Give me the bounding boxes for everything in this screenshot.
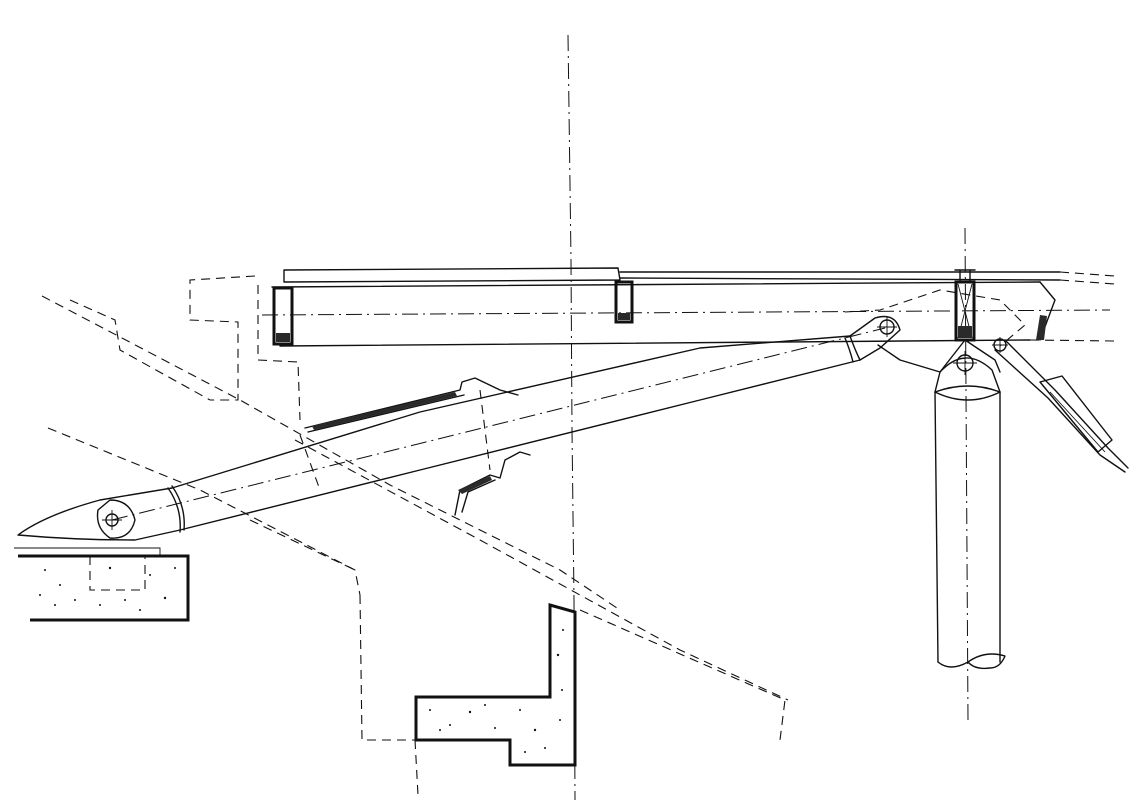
upper-gutter	[304, 377, 519, 429]
hinge-bracket	[844, 289, 1026, 393]
column-head-pin-cross	[953, 351, 977, 375]
strut-tapered-end	[17, 487, 181, 541]
strut-top-collar	[844, 335, 861, 363]
diagonal-dash-lower	[47, 427, 361, 596]
gutter-profiles	[304, 377, 531, 516]
tie-rod-outline	[994, 339, 1129, 473]
strut-section-box	[299, 389, 491, 491]
purlin-left	[272, 286, 294, 346]
purlin-middle-hatch	[618, 313, 630, 320]
column-top-cap	[934, 385, 1001, 401]
diagonal-dash-upper-2	[69, 299, 211, 401]
upper-gutter-hatch	[312, 392, 457, 430]
construction-lines	[111, 34, 1116, 801]
top-flashing	[619, 271, 1061, 281]
tie-rod-pin-cross	[992, 337, 1008, 353]
tie-rod	[994, 339, 1129, 473]
purlin-left-hatch	[276, 333, 290, 342]
strut-clevis	[849, 315, 901, 361]
strut-top-pin-cross	[877, 317, 897, 337]
beam-bottom-extension	[1029, 339, 1116, 342]
strut-lower-lug	[96, 499, 136, 539]
beam-axis	[261, 309, 1111, 316]
lower-gutter	[454, 451, 531, 516]
column-outline	[934, 391, 1001, 663]
purlin-middle	[614, 280, 634, 324]
diagonal-dash-long	[294, 439, 789, 701]
footings	[14, 547, 577, 767]
tie-rod-turnbuckle	[1039, 375, 1113, 453]
l-shaped-footing	[414, 603, 577, 767]
lower-gutter-hatch	[458, 476, 492, 494]
concrete-stipple	[39, 566, 564, 753]
left-footing	[18, 554, 190, 622]
canopy-beam	[271, 267, 1061, 347]
strut-lower-pin-cross	[102, 510, 122, 530]
upper-gutter-inner	[307, 394, 465, 433]
inclined-strut	[17, 315, 901, 541]
beam-end-hatch	[1036, 315, 1047, 340]
strut-tube-top	[171, 335, 851, 489]
bracket-dash	[844, 289, 1026, 347]
diagonal-dash-long-2	[579, 609, 786, 741]
column-head	[934, 357, 1001, 393]
strut-tube-bottom	[179, 359, 861, 531]
beam-top-extension	[1059, 271, 1116, 285]
left-footing-top	[14, 547, 161, 556]
lower-gutter-inner	[461, 479, 496, 513]
vertical-column	[934, 385, 1006, 670]
strut-collar	[167, 485, 185, 533]
diagonal-dash-mid	[249, 519, 356, 571]
left-footing-plate	[89, 556, 146, 591]
column-break	[937, 653, 1006, 670]
beam-outline	[271, 281, 1041, 347]
top-bolt	[954, 269, 976, 283]
gutter-plate	[283, 267, 621, 283]
strut-axis	[111, 327, 886, 521]
step-profile-dash	[189, 275, 256, 401]
bracket-plate	[877, 339, 1001, 373]
lower-profile-dash-2	[414, 739, 419, 796]
purlin-right-hatch	[958, 326, 972, 338]
step-profile-dash-2	[257, 285, 301, 421]
vertical-axis-column	[964, 227, 969, 721]
left-footing-break	[29, 619, 76, 622]
tie-rod-center	[1049, 391, 1106, 453]
diagonal-dash-upper	[41, 295, 621, 611]
dashed-envelopes	[41, 275, 789, 796]
lower-profile-dash	[359, 594, 415, 741]
